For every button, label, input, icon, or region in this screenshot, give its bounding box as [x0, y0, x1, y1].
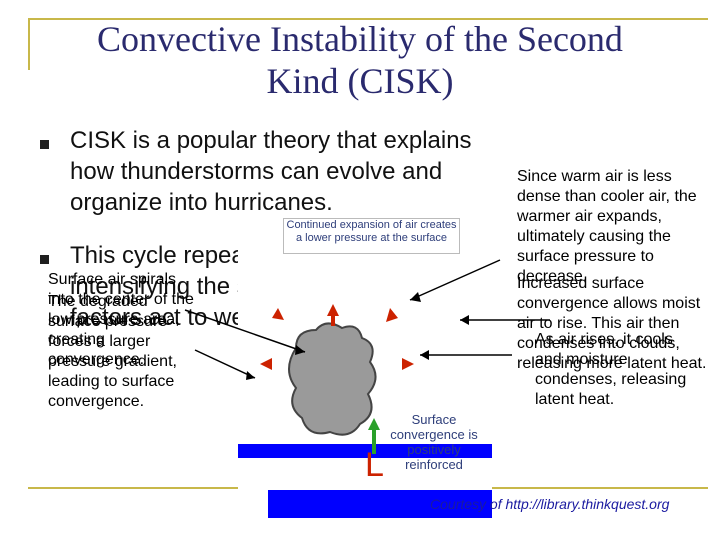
left-note-surface-air: Surface air spirals into the center of t… — [48, 271, 194, 368]
convergence-arrows — [368, 418, 380, 454]
cisk-diagram — [238, 218, 492, 518]
water-band-bottom — [268, 490, 492, 518]
low-pressure-symbol: L — [365, 446, 384, 484]
caption-continued-expansion: Continued expansion of air creates a low… — [283, 218, 460, 254]
image-credit: Courtesy of http://library.thinkquest.or… — [430, 496, 670, 512]
right-note-convergence: Increased surface convergence allows moi… — [517, 275, 707, 372]
right-note-cooling: As air rises, it cools and moisture cond… — [535, 331, 687, 408]
bullet-marker — [40, 140, 49, 149]
left-note-degraded-pressure: The degraded surface pressure forces a l… — [48, 293, 177, 410]
caption-surface-convergence: Surface convergence is positively reinfo… — [390, 412, 478, 472]
right-note-warm-air: Since warm air is less dense than cooler… — [517, 168, 697, 285]
frame-left-line — [28, 18, 30, 70]
slide-title: Convective Instability of the Second Kin… — [97, 19, 623, 101]
expansion-arrows — [260, 304, 414, 370]
bullet-marker — [40, 255, 49, 264]
frame-top-line — [28, 18, 708, 20]
bullet-cisk-theory: CISK is a popular theory that explains h… — [70, 127, 472, 216]
water-band-top — [238, 444, 492, 458]
